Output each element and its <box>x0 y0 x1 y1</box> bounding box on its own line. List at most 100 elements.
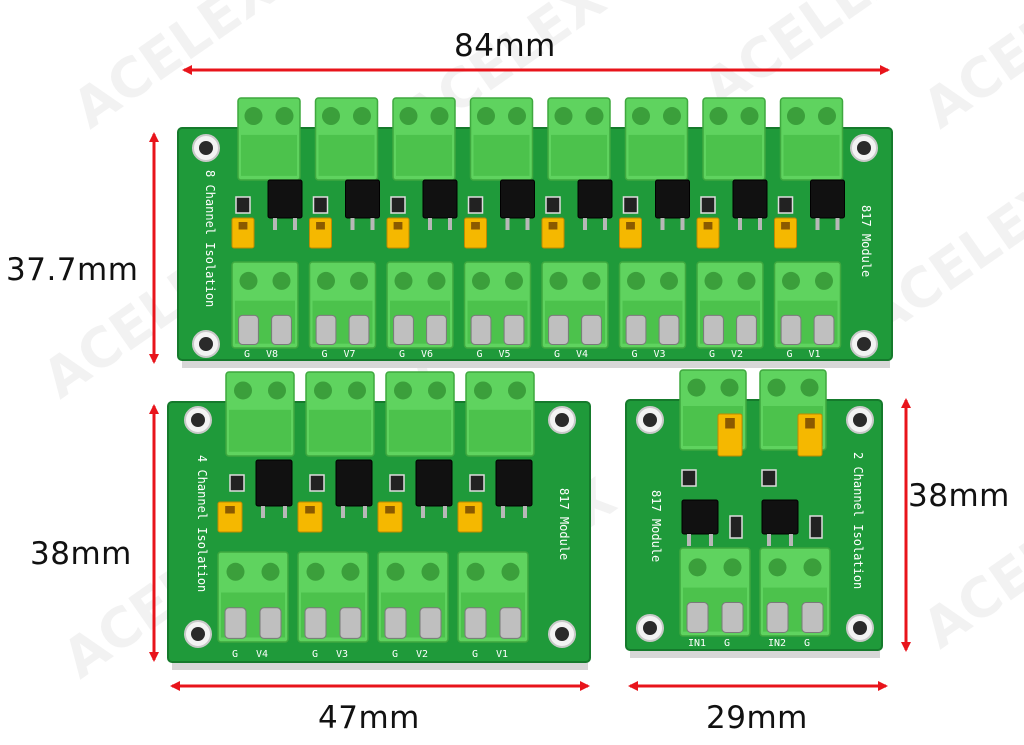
terminal-screw <box>348 314 370 346</box>
pin-label: V4 <box>256 649 268 660</box>
jumper <box>797 413 823 457</box>
terminal-wire-hole <box>818 107 836 126</box>
top-terminal <box>702 97 766 181</box>
terminal-face <box>309 409 371 452</box>
terminal-screw <box>503 314 525 346</box>
terminal-screw <box>658 314 680 346</box>
chip-pin <box>293 218 297 230</box>
terminal-screw <box>224 607 247 639</box>
smd-resistor <box>729 515 743 539</box>
pin-label: V5 <box>499 349 511 360</box>
terminal-wire-hole <box>768 558 787 577</box>
chip-pin <box>767 534 771 546</box>
chip-pin <box>815 218 820 230</box>
top-terminal <box>547 97 611 181</box>
pin-ground-label: G <box>472 649 478 660</box>
optocoupler-chip <box>267 179 303 219</box>
terminal-wire-hole <box>632 107 650 126</box>
terminal-wire-hole <box>505 271 523 290</box>
chip-pin <box>687 534 691 546</box>
pin-ground-label: G <box>322 349 328 360</box>
bottom-terminal <box>679 547 751 637</box>
top-terminal <box>305 371 375 457</box>
pin-ground-label: G <box>477 349 483 360</box>
board4-title-right: 817 Module <box>557 488 571 560</box>
terminal-wire-hole <box>585 107 604 126</box>
bottom-terminal <box>386 261 454 349</box>
board2-title-right: 2 Channel Isolation <box>851 452 865 589</box>
bottom-terminal <box>618 261 687 349</box>
bottom-terminal <box>217 551 289 643</box>
terminal-face <box>706 134 762 176</box>
board8-title-right: 817 Module <box>859 205 873 277</box>
terminal-wire-hole <box>740 107 759 126</box>
jumper <box>774 217 797 249</box>
top-terminal <box>465 371 535 457</box>
terminal-face <box>551 134 607 176</box>
terminal-screw <box>499 607 522 639</box>
pin-ground-label: G <box>804 638 810 649</box>
chip-pin <box>421 506 425 518</box>
pin-ground-label: G <box>632 349 638 360</box>
jumper-slot <box>225 506 235 514</box>
smd-resistor <box>309 474 325 492</box>
pin-label: IN2 <box>768 638 786 649</box>
jumper <box>696 217 720 249</box>
terminal-wire-hole <box>348 381 366 400</box>
pin-ground-label: G <box>709 349 715 360</box>
pin-label: V1 <box>496 649 508 660</box>
jumper <box>464 217 487 249</box>
board8-edge <box>182 358 890 368</box>
terminal-face <box>389 409 451 452</box>
terminal-screw <box>686 602 709 633</box>
smd-resistor <box>622 196 639 214</box>
jumper <box>231 217 255 249</box>
pin-ground-label: G <box>232 649 238 660</box>
optocoupler-chip <box>422 179 458 219</box>
board4-width-label: 47mm <box>318 700 420 736</box>
terminal-face <box>229 409 291 452</box>
pin-label: V6 <box>421 349 433 360</box>
board8-width-label: 84mm <box>454 28 556 64</box>
smd-resistor <box>469 474 485 492</box>
pin-ground-label: G <box>724 638 730 649</box>
bottom-terminal <box>377 551 449 643</box>
pin-label: V7 <box>344 349 356 360</box>
board4-height-label: 38mm <box>30 536 132 572</box>
board4-title-left: 4 Channel Isolation <box>195 455 209 592</box>
terminal-screw <box>464 607 487 639</box>
chip-pin <box>273 218 277 230</box>
chip-pin <box>370 218 375 230</box>
terminal-wire-hole <box>501 562 520 581</box>
terminal-face <box>783 134 840 176</box>
terminal-wire-hole <box>421 562 440 581</box>
terminal-wire-hole <box>549 271 568 290</box>
terminal-wire-hole <box>386 562 405 581</box>
chip-pin <box>261 506 265 518</box>
mounting-hole-center <box>555 627 569 641</box>
chip-pin <box>505 218 510 230</box>
top-terminal <box>225 371 295 457</box>
pin-label: V8 <box>266 349 278 360</box>
terminal-screw <box>271 314 292 346</box>
jumper-slot <box>238 222 248 230</box>
top-terminal <box>392 97 456 181</box>
terminal-wire-hole <box>261 562 280 581</box>
terminal-face <box>318 134 375 176</box>
terminal-wire-hole <box>341 562 360 581</box>
chip-pin <box>835 218 840 230</box>
top-terminal <box>385 371 455 457</box>
chip-pin <box>709 534 713 546</box>
optocoupler-chip <box>655 179 690 219</box>
chip-pin <box>583 218 587 230</box>
optocoupler-chip <box>495 459 533 507</box>
chip-pin <box>501 506 505 518</box>
terminal-wire-hole <box>737 271 756 290</box>
jumper <box>619 217 642 249</box>
chip-pin <box>680 218 685 230</box>
terminal-wire-hole <box>720 378 739 397</box>
terminal-wire-hole <box>472 271 490 290</box>
smd-resistor <box>545 196 561 214</box>
terminal-wire-hole <box>474 381 492 400</box>
terminal-screw <box>238 314 259 346</box>
